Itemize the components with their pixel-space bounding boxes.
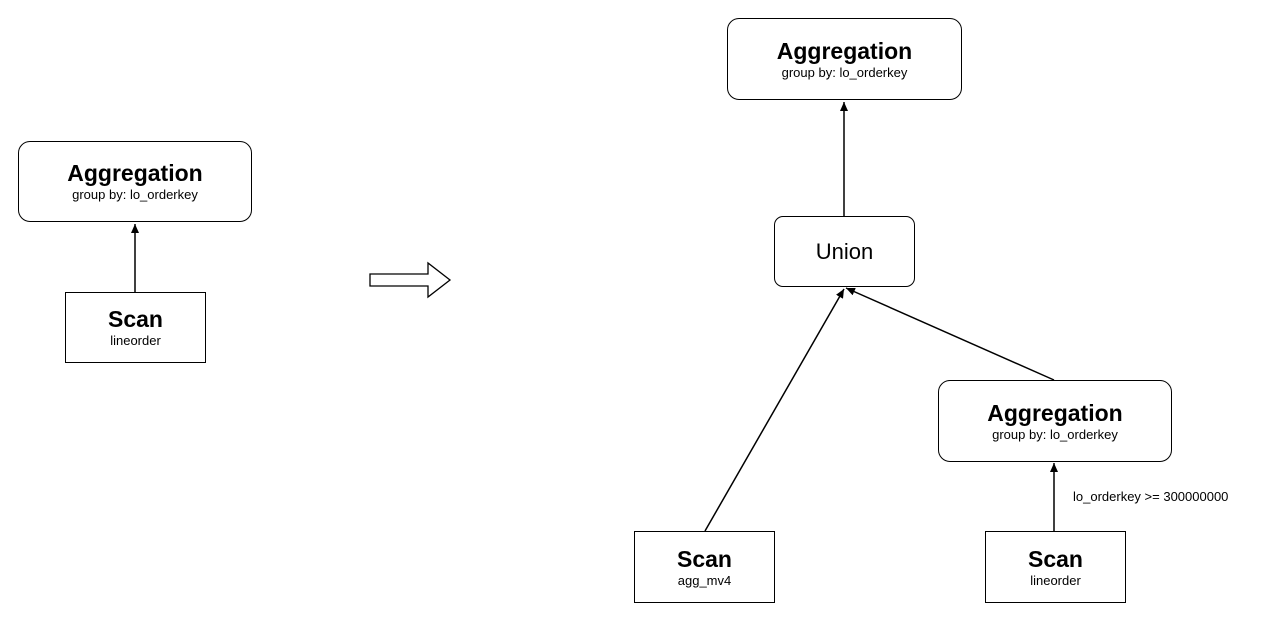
node-subtitle: group by: lo_orderkey	[992, 426, 1118, 442]
edge-scan-mv-to-union	[704, 288, 845, 532]
node-title: Union	[815, 238, 874, 264]
node-title: Aggregation	[987, 399, 1123, 426]
node-title: Aggregation	[67, 160, 203, 186]
node-subtitle: group by: lo_orderkey	[781, 64, 908, 80]
scan-lineorder-node: Scan lineorder	[985, 531, 1126, 603]
left-aggregation-node: Aggregation group by: lo_orderkey	[18, 141, 252, 222]
filter-label: lo_orderkey >= 300000000	[1073, 489, 1229, 504]
edge-inner-aggregation-to-union	[845, 287, 1055, 381]
union-node: Union	[774, 216, 915, 287]
node-title: Scan	[677, 545, 732, 572]
node-subtitle: lineorder	[1030, 572, 1081, 588]
right-top-aggregation-node: Aggregation group by: lo_orderkey	[727, 18, 962, 100]
node-title: Aggregation	[776, 37, 913, 64]
scan-agg-mv4-node: Scan agg_mv4	[634, 531, 775, 603]
right-arrow-icon	[369, 261, 452, 299]
node-title: Scan	[1028, 545, 1083, 572]
node-subtitle: lineorder	[110, 333, 161, 348]
left-scan-node: Scan lineorder	[65, 292, 206, 363]
node-title: Scan	[108, 306, 163, 332]
right-inner-aggregation-node: Aggregation group by: lo_orderkey	[938, 380, 1172, 462]
node-subtitle: agg_mv4	[677, 572, 732, 588]
node-subtitle: group by: lo_orderkey	[72, 187, 198, 202]
